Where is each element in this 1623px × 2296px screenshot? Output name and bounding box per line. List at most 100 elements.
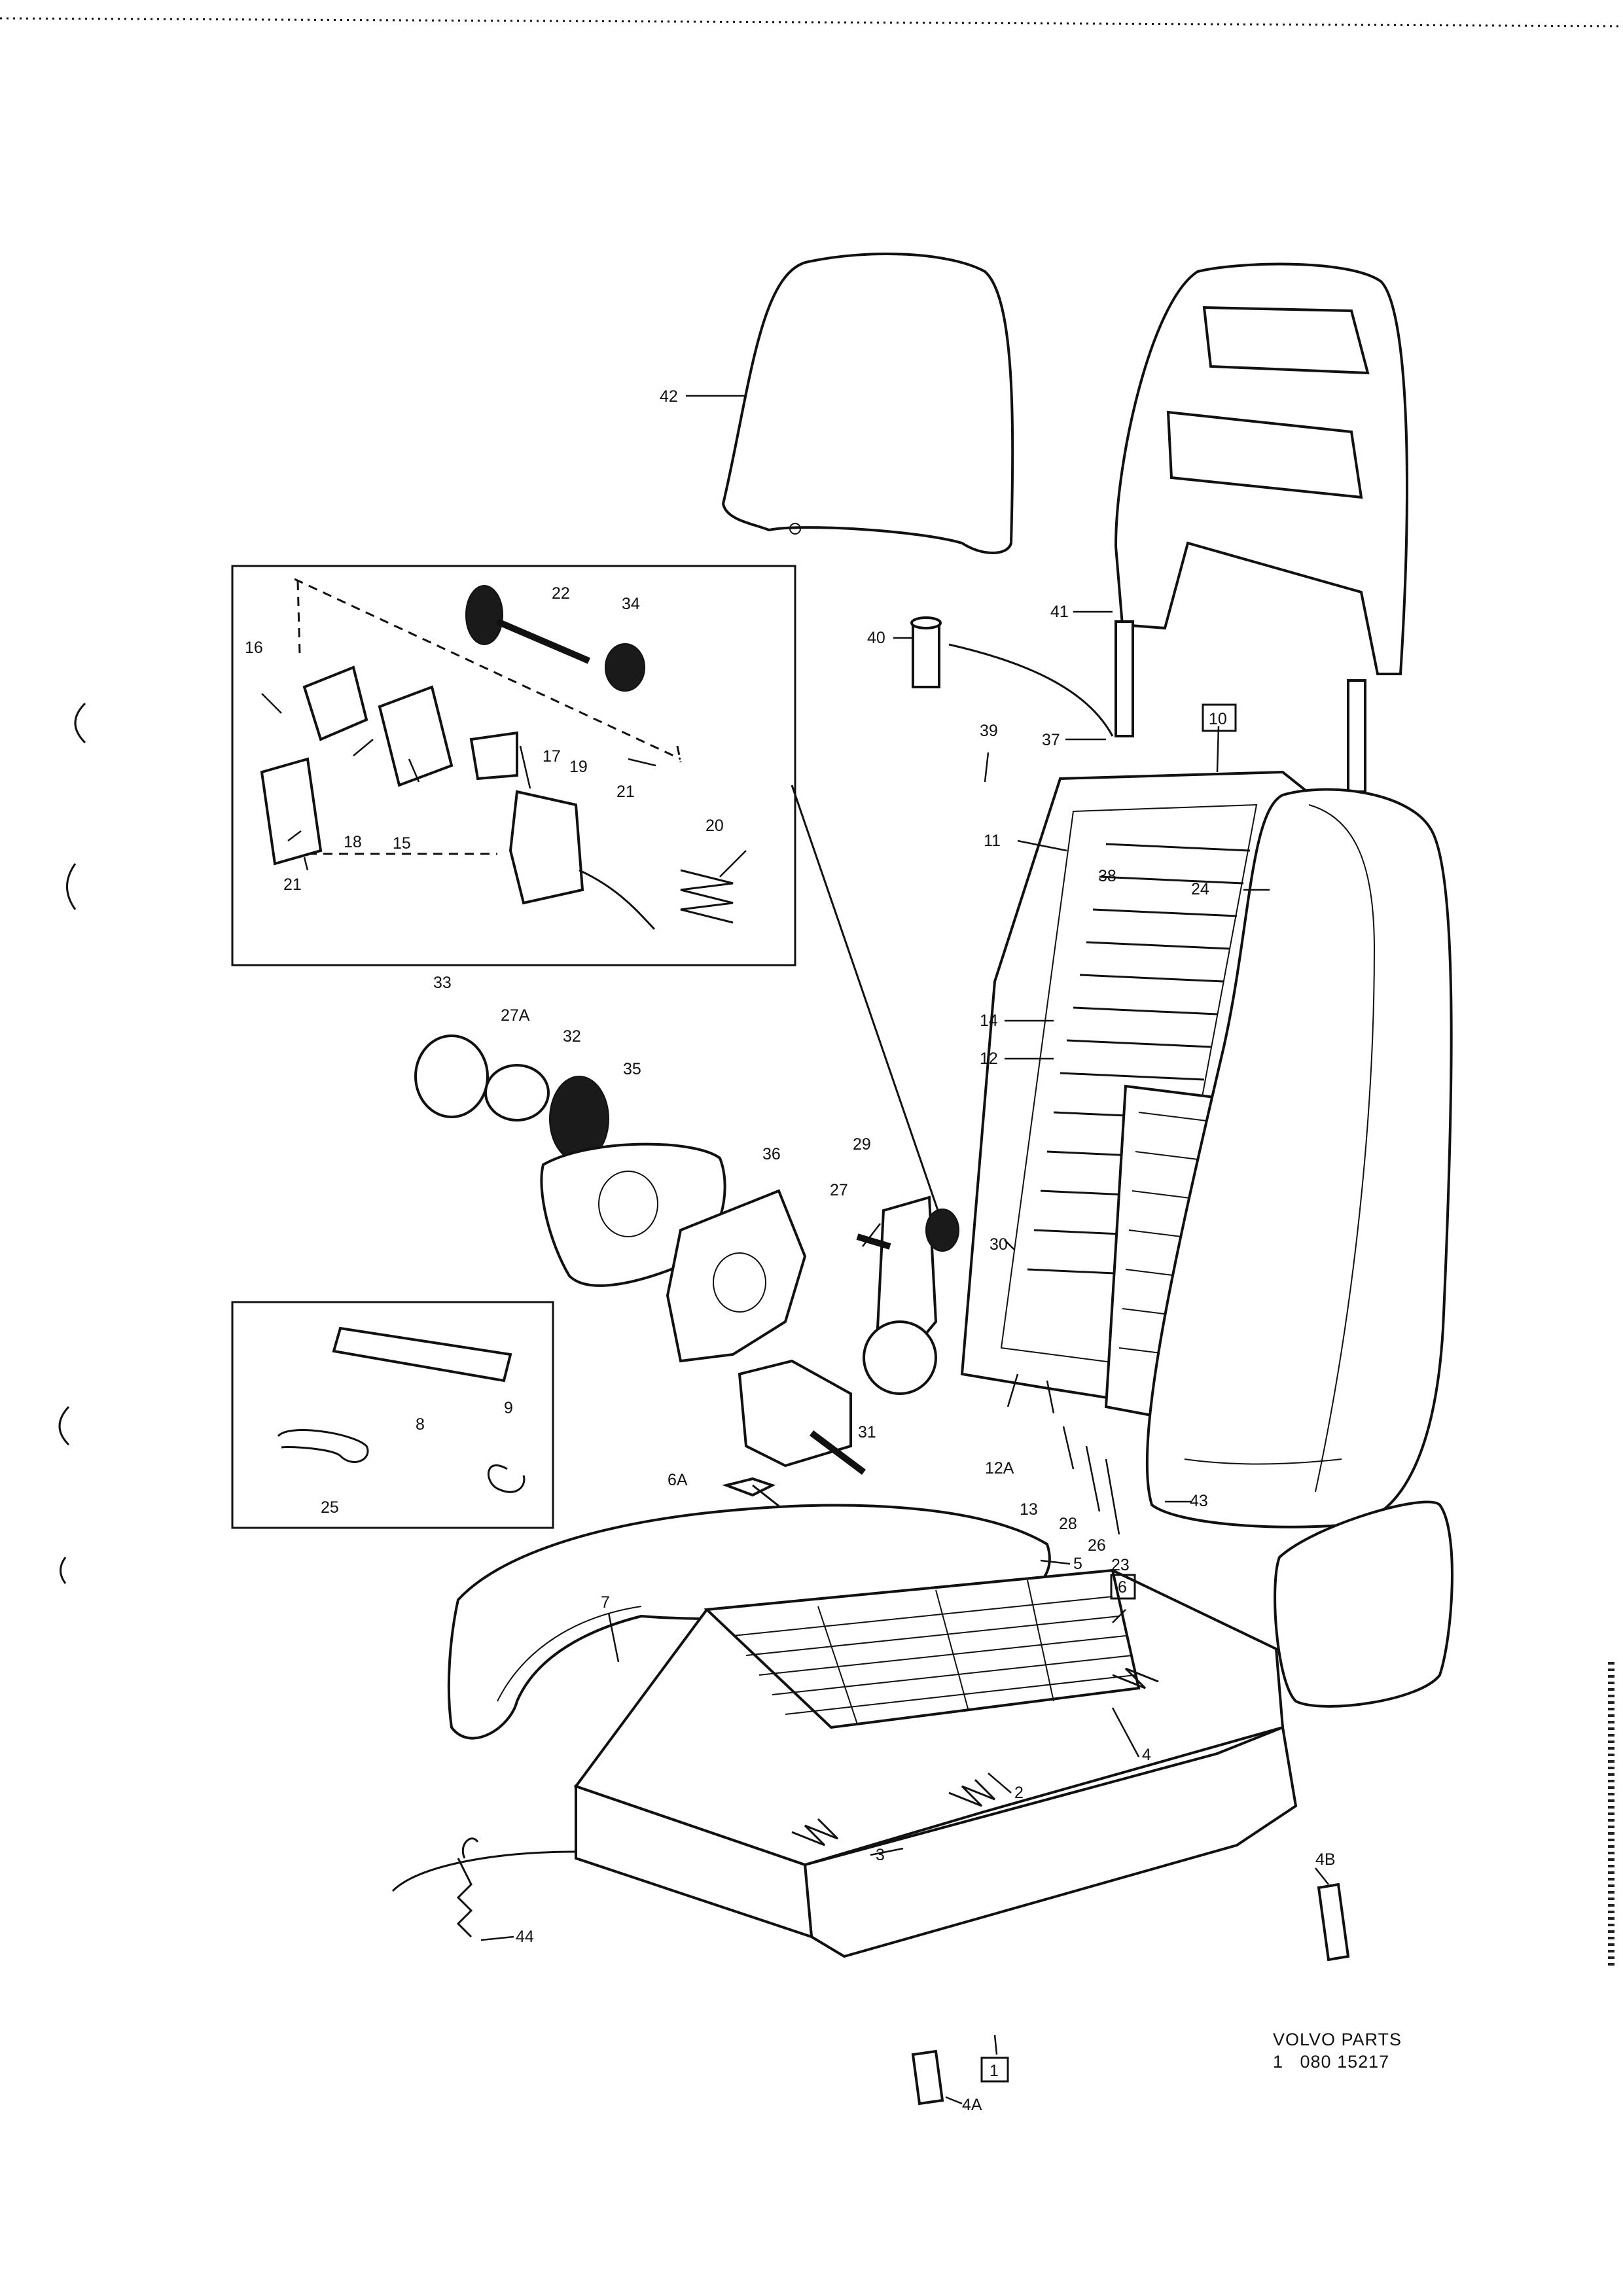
- seat-back-cushion-seam: [1308, 804, 1376, 1492]
- leader-lines: [261, 395, 1329, 2105]
- callout-42: 42: [660, 387, 678, 406]
- callout-19: 19: [569, 758, 588, 776]
- binder-hole-2: [66, 863, 77, 910]
- inset-box-clips: [231, 1301, 554, 1529]
- binder-hole-1: [74, 702, 86, 744]
- spring-44: [391, 1837, 577, 1938]
- callout-21b: 21: [283, 875, 302, 894]
- caption-number: 1 080 15217: [1273, 2052, 1390, 2072]
- callout-6: 6: [1118, 1578, 1127, 1597]
- knob-34: [605, 643, 645, 692]
- bolt-31: [810, 1430, 866, 1475]
- callout-40: 40: [867, 629, 885, 647]
- callout-41: 41: [1050, 603, 1069, 621]
- callout-4B: 4B: [1315, 1850, 1336, 1869]
- callout-32: 32: [563, 1027, 581, 1046]
- binder-hole-3: [58, 1405, 70, 1446]
- callout-28: 28: [1059, 1515, 1077, 1533]
- recliner-inset-parts: [260, 578, 734, 930]
- parts-caption: VOLVO PARTS 1 080 15217: [1273, 2028, 1402, 2073]
- callout-12: 12: [980, 1050, 998, 1068]
- inset-box-recliner-mechanism: [231, 565, 796, 966]
- callout-29: 29: [853, 1135, 871, 1154]
- link-4A: [911, 2049, 944, 2106]
- clips-inset-parts: [277, 1326, 526, 1493]
- binder-hole-4: [60, 1557, 67, 1584]
- head-restraint-clip: [789, 523, 801, 535]
- callout-9: 9: [504, 1399, 513, 1417]
- callout-39: 39: [980, 722, 998, 740]
- callout-3: 3: [876, 1846, 885, 1864]
- ring-27A: [484, 1064, 550, 1122]
- inset-pointer-line: [791, 785, 944, 1224]
- caption-brand: VOLVO PARTS: [1273, 2030, 1402, 2049]
- link-4B: [1317, 1882, 1350, 1962]
- callout-22: 22: [552, 584, 570, 603]
- cable-21: [579, 869, 656, 930]
- seat-back-cushion-piping: [1184, 1458, 1342, 1465]
- callout-27A: 27A: [501, 1006, 530, 1025]
- callout-31: 31: [858, 1423, 876, 1441]
- callout-43: 43: [1190, 1492, 1208, 1510]
- callout-4A: 4A: [962, 2096, 982, 2114]
- side-bolster: [1274, 1500, 1454, 1708]
- side-mechanism-parts: [414, 1034, 959, 1475]
- spring-20: [680, 869, 734, 924]
- callout-44: 44: [516, 1928, 534, 1946]
- head-restraint-frame: [1114, 262, 1408, 793]
- bolt-29: [856, 1233, 891, 1250]
- seat-frame-side-rail: [803, 1725, 1298, 1958]
- spring-2: [948, 1778, 996, 1807]
- callout-6A: 6A: [668, 1471, 688, 1489]
- callout-12A: 12A: [985, 1459, 1014, 1477]
- callout-23: 23: [1111, 1556, 1130, 1574]
- seat-frame-front: [575, 1784, 813, 1939]
- callout-1: 1: [990, 2062, 999, 2080]
- callout-20: 20: [705, 817, 724, 835]
- pulley: [863, 1320, 937, 1395]
- boxed-callout-frame-6: [1110, 1574, 1136, 1600]
- scan-edge-top: [0, 17, 1623, 27]
- callout-2: 2: [1014, 1784, 1024, 1802]
- callout-5: 5: [1073, 1555, 1082, 1573]
- callout-37: 37: [1042, 731, 1060, 749]
- callout-17: 17: [543, 747, 561, 766]
- callout-13: 13: [1020, 1500, 1038, 1519]
- hook-25: [277, 1429, 369, 1463]
- callout-4: 4: [1142, 1746, 1151, 1764]
- spring-4: [1112, 1667, 1159, 1689]
- callout-8: 8: [416, 1415, 425, 1434]
- head-restraint-cover: [721, 253, 1014, 554]
- seat-frame: [573, 1568, 1298, 1958]
- knob-22: [465, 585, 590, 664]
- callout-25: 25: [321, 1498, 339, 1517]
- callout-14: 14: [980, 1012, 998, 1030]
- callout-10: 10: [1209, 710, 1227, 728]
- bushing-6A: [722, 1477, 776, 1497]
- callout-30: 30: [990, 1235, 1008, 1254]
- callout-27: 27: [830, 1181, 848, 1199]
- callout-35: 35: [623, 1060, 641, 1078]
- callout-36: 36: [762, 1145, 781, 1163]
- callout-labels: 42 41 40 37 39 10 11 38 24 22 34 16 17 1…: [245, 387, 1336, 2114]
- callout-7: 7: [601, 1593, 610, 1612]
- spring-3: [791, 1818, 839, 1846]
- cap-33: [414, 1034, 489, 1118]
- callout-11: 11: [984, 832, 1001, 850]
- callout-26: 26: [1088, 1536, 1106, 1555]
- seat-cushion-cover-seam: [497, 1606, 642, 1702]
- callout-18: 18: [344, 833, 362, 851]
- callout-21: 21: [616, 783, 635, 801]
- callout-24: 24: [1191, 880, 1209, 898]
- knob-upper: [925, 1209, 959, 1252]
- ring-clip-9: [488, 1464, 526, 1493]
- boxed-callout-frame-1: [980, 2057, 1009, 2083]
- callout-34: 34: [622, 595, 640, 613]
- callout-33: 33: [433, 974, 452, 992]
- callout-16: 16: [245, 639, 263, 657]
- callout-38: 38: [1098, 867, 1116, 885]
- clip-strip-8: [332, 1326, 512, 1383]
- callout-15: 15: [393, 834, 411, 853]
- part-40-bushing: [910, 616, 1114, 737]
